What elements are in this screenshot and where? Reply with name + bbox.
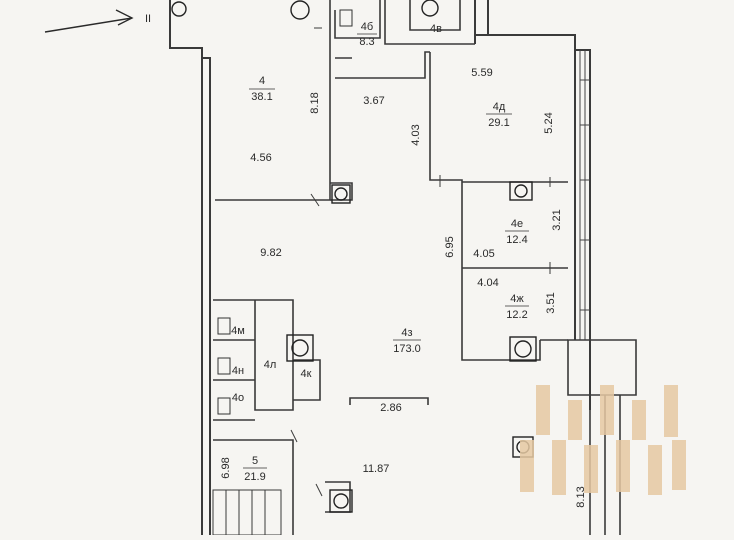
dimension: 3.51 xyxy=(545,292,557,313)
room-area: 29.1 xyxy=(488,117,509,129)
dimension: 8.18 xyxy=(309,92,321,113)
room-number: 4к xyxy=(301,368,312,380)
room-number: 4л xyxy=(264,359,277,371)
room-number: 4з xyxy=(401,327,412,339)
window-strip xyxy=(579,50,590,340)
room-number: 4е xyxy=(511,218,523,230)
watermark-logo xyxy=(520,385,686,495)
entrance-arrow-icon xyxy=(44,9,134,33)
dimension: 4.04 xyxy=(477,277,498,289)
section-marker: II xyxy=(145,13,151,25)
staircase xyxy=(212,489,282,536)
dimension: 9.82 xyxy=(260,247,281,259)
dimension: 4.05 xyxy=(473,248,494,260)
room-number: 4д xyxy=(493,101,506,113)
toilet-icon xyxy=(217,9,353,415)
room-area: 12.2 xyxy=(506,309,527,321)
room-number: 4н xyxy=(232,365,244,377)
dimension: 6.98 xyxy=(220,457,232,478)
room-number: 4в xyxy=(430,23,442,35)
room-labels: 4 38.1 4б 8.3 4в 4д 29.1 4е 12.4 4ж 12.2… xyxy=(231,21,529,483)
room-area: 173.0 xyxy=(393,343,421,355)
room-number: 4ж xyxy=(510,293,524,305)
room-area: 8.3 xyxy=(359,36,374,48)
room-number: 5 xyxy=(252,455,258,467)
dimension: 5.59 xyxy=(471,67,492,79)
dimension-labels: 5.59 3.67 8.18 5.24 4.03 4.56 3.21 6.95 … xyxy=(220,67,587,508)
dimension: 5.24 xyxy=(543,112,555,133)
room-number: 4м xyxy=(231,325,245,337)
exterior-walls xyxy=(169,0,591,535)
room-number: 4 xyxy=(259,75,265,87)
interior-walls xyxy=(213,0,637,535)
dimension: 6.95 xyxy=(444,236,456,257)
room-number: 4о xyxy=(232,392,244,404)
dimension-ticks xyxy=(290,27,551,497)
dimension: 2.86 xyxy=(380,402,401,414)
dimension: 3.21 xyxy=(551,209,563,230)
room-area: 12.4 xyxy=(506,234,527,246)
room-area: 21.9 xyxy=(244,471,265,483)
dimension: 11.87 xyxy=(363,463,390,475)
dimension: 3.67 xyxy=(363,95,384,107)
dimension: 4.03 xyxy=(410,124,422,145)
room-number: 4б xyxy=(361,21,373,33)
room-area: 38.1 xyxy=(251,91,272,103)
dimension: 4.56 xyxy=(250,152,271,164)
